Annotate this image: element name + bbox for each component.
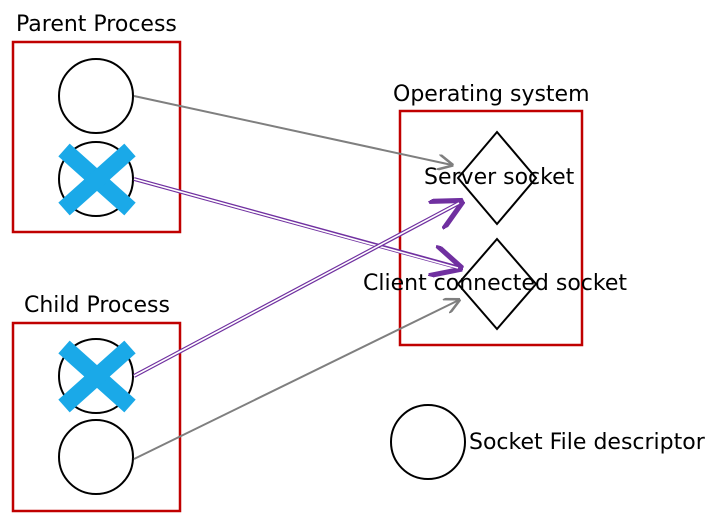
parent-process-title: Parent Process [16,12,177,37]
x-cross-icon [58,340,136,413]
arrow-parent-to-server [133,95,452,165]
x-cross-icon [58,143,136,216]
child-process-box [11,321,182,513]
legend-label: Socket File descriptor [469,430,706,455]
arrow-parent-to-client [133,177,460,268]
legend-circle-icon [390,404,466,480]
child-process-title: Child Process [24,293,170,318]
parent-process-box [11,40,182,234]
arrow-child-to-server [133,202,461,378]
parent-fd-open [58,58,134,134]
arrow-child-to-client [133,300,459,460]
client-socket-diamond-icon [456,237,538,331]
operating-system-box [398,109,584,347]
client-socket-label: Client connected socket [363,271,627,296]
child-fd-open [58,419,134,495]
server-socket-label: Server socket [424,165,575,190]
operating-system-title: Operating system [393,82,590,107]
server-socket-diamond-icon [456,130,538,226]
